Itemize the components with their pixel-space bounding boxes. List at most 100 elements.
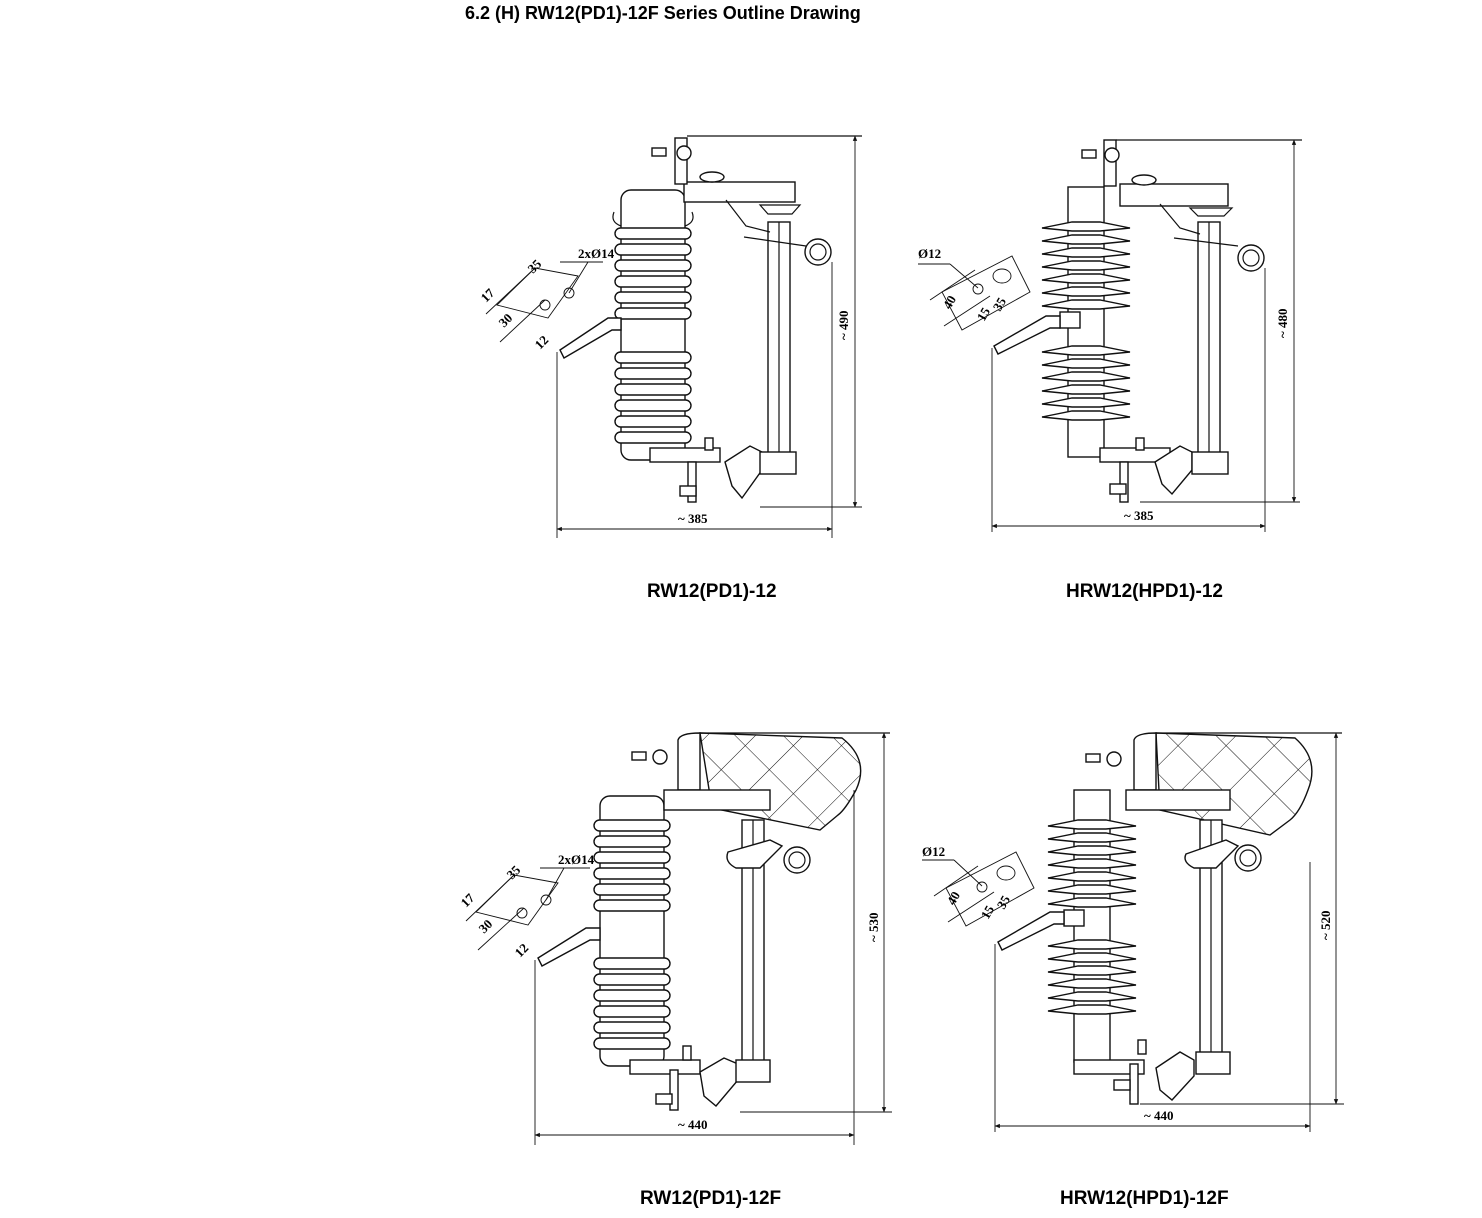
shed bbox=[593, 819, 671, 832]
shed bbox=[614, 259, 692, 272]
dim-30: 30 bbox=[496, 310, 516, 330]
shed bbox=[593, 851, 671, 864]
dim-35: 35 bbox=[990, 294, 1010, 313]
shed bbox=[614, 227, 692, 240]
dim-17: 17 bbox=[458, 890, 478, 910]
dim-35: 35 bbox=[525, 256, 545, 276]
top-bracket bbox=[677, 732, 701, 791]
shed bbox=[614, 351, 692, 364]
shed bbox=[614, 291, 692, 304]
dim-35: 35 bbox=[504, 862, 524, 882]
shed bbox=[593, 899, 671, 912]
top-plate bbox=[1125, 789, 1231, 811]
top-terminal-bolt bbox=[651, 145, 725, 183]
mounting-bracket bbox=[997, 911, 1065, 951]
shed bbox=[593, 957, 671, 970]
polymer-sheds bbox=[1041, 221, 1131, 421]
fin bbox=[1047, 897, 1137, 908]
fin bbox=[1041, 384, 1131, 395]
top-terminal-bolt bbox=[1081, 147, 1157, 186]
dimension-lines bbox=[918, 139, 1300, 532]
shed bbox=[614, 431, 692, 444]
arc-extinguishing-chamber bbox=[1155, 732, 1313, 836]
fuse-tube bbox=[1159, 203, 1265, 458]
top-plate bbox=[683, 181, 796, 203]
insulator-sheds bbox=[593, 819, 671, 1050]
shed bbox=[593, 883, 671, 896]
top-bracket bbox=[1133, 732, 1157, 791]
bottom-contact bbox=[1073, 1039, 1231, 1105]
fin bbox=[1041, 286, 1131, 297]
fin bbox=[1041, 371, 1131, 382]
fin bbox=[1047, 991, 1137, 1002]
shed bbox=[614, 415, 692, 428]
top-terminal-bolt bbox=[631, 749, 668, 765]
dimension-lines bbox=[485, 135, 862, 538]
fin bbox=[1047, 871, 1137, 882]
fin bbox=[1047, 858, 1137, 869]
fin bbox=[1041, 221, 1131, 232]
height-dimension: ~ 520 bbox=[1318, 910, 1333, 940]
shed bbox=[593, 835, 671, 848]
shed bbox=[614, 367, 692, 380]
fin bbox=[1047, 939, 1137, 950]
hole-label: Ø12 bbox=[918, 246, 941, 261]
top-bracket bbox=[1103, 139, 1117, 187]
caption-hrw12-hpd1-12: HRW12(HPD1)-12 bbox=[1066, 581, 1223, 602]
mounting-bracket bbox=[559, 317, 622, 359]
shed bbox=[593, 989, 671, 1002]
fuse-tube bbox=[725, 199, 832, 458]
bottom-contact bbox=[1099, 437, 1229, 503]
page-title: 6.2 (H) RW12(PD1)-12F Series Outline Dra… bbox=[465, 3, 861, 23]
drawing-hrw12-hpd1-12f: Ø12 40 15 35 ~ 440 ~ 520 bbox=[922, 732, 1344, 1132]
fin bbox=[1041, 260, 1131, 271]
drawing-rw12-pd1-12: 2xØ14 35 17 30 12 ~ 385 ~ 490 bbox=[478, 135, 862, 538]
mounting-bracket bbox=[993, 315, 1061, 355]
dim-40: 40 bbox=[944, 889, 963, 908]
width-dimension: ~ 440 bbox=[1144, 1108, 1174, 1123]
drawing-rw12-pd1-12f: 2xØ14 35 17 30 12 ~ 440 ~ 530 bbox=[458, 732, 892, 1145]
bottom-contact bbox=[629, 1045, 771, 1111]
shed bbox=[593, 867, 671, 880]
shed bbox=[614, 399, 692, 412]
fin bbox=[1041, 358, 1131, 369]
shed bbox=[593, 973, 671, 986]
caption-rw12-pd1-12f: RW12(PD1)-12F bbox=[640, 1188, 782, 1209]
arc-extinguishing-chamber bbox=[699, 732, 862, 831]
width-dimension: ~ 440 bbox=[678, 1117, 708, 1132]
top-bracket bbox=[674, 137, 688, 185]
insulator-sheds bbox=[614, 227, 692, 444]
fin bbox=[1041, 234, 1131, 245]
dim-30: 30 bbox=[476, 916, 496, 936]
fin bbox=[1041, 345, 1131, 356]
dimension-lines bbox=[922, 732, 1344, 1132]
fin bbox=[1047, 1004, 1137, 1015]
hole-label: 2xØ14 bbox=[558, 852, 595, 867]
mounting-bracket bbox=[537, 927, 601, 967]
shed bbox=[614, 383, 692, 396]
dim-17: 17 bbox=[478, 285, 498, 305]
polymer-sheds bbox=[1047, 819, 1137, 1015]
fin bbox=[1041, 410, 1131, 421]
shed bbox=[614, 307, 692, 320]
shed bbox=[593, 1037, 671, 1050]
shed bbox=[593, 1005, 671, 1018]
shed bbox=[614, 275, 692, 288]
hole-label: 2xØ14 bbox=[578, 246, 615, 261]
fin bbox=[1047, 978, 1137, 989]
fin bbox=[1047, 952, 1137, 963]
fin bbox=[1041, 247, 1131, 258]
width-dimension: ~ 385 bbox=[678, 511, 708, 526]
height-dimension: ~ 480 bbox=[1275, 308, 1290, 338]
fin bbox=[1041, 299, 1131, 310]
drawing-hrw12-hpd1-12: Ø12 40 15 35 ~ 385 ~ 480 bbox=[918, 139, 1302, 532]
fin bbox=[1047, 965, 1137, 976]
hole-label: Ø12 bbox=[922, 844, 945, 859]
fin bbox=[1047, 832, 1137, 843]
dim-12: 12 bbox=[512, 940, 532, 960]
height-dimension: ~ 530 bbox=[866, 912, 881, 942]
fin bbox=[1041, 397, 1131, 408]
caption-rw12-pd1-12: RW12(PD1)-12 bbox=[647, 581, 777, 602]
dim-40: 40 bbox=[940, 293, 959, 312]
